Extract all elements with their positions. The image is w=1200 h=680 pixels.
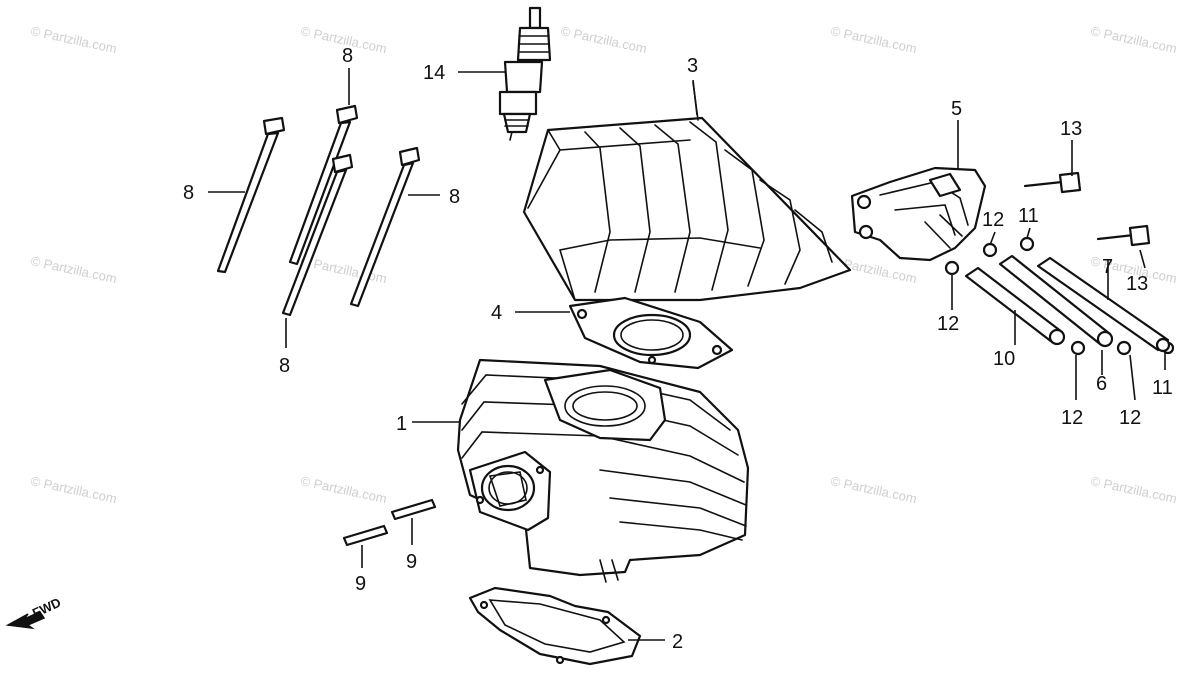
callout-4: 4 — [491, 302, 502, 324]
watermark-text: © Partzilla.com — [829, 473, 918, 506]
watermark-text: © Partzilla.com — [29, 23, 118, 56]
callout-labels: 14 3 5 13 8 8 8 8 12 11 13 7 12 10 6 11 … — [183, 45, 1173, 653]
cylinder-head[interactable] — [522, 81, 852, 302]
callout-8: 8 — [342, 45, 353, 67]
fwd-label: FWD — [30, 595, 63, 621]
watermark-text: © Partzilla.com — [29, 473, 118, 506]
watermark-text: © Partzilla.com — [1089, 473, 1178, 506]
head-gasket[interactable] — [568, 296, 734, 370]
dowel-pins[interactable] — [342, 498, 437, 547]
callout-11: 11 — [1152, 377, 1173, 399]
watermark-text: © Partzilla.com — [559, 23, 648, 56]
spark-plug[interactable] — [498, 6, 552, 141]
watermark-text: © Partzilla.com — [29, 253, 118, 286]
callout-11: 11 — [1018, 205, 1039, 227]
cylinder[interactable] — [456, 358, 750, 583]
callout-12: 12 — [1119, 407, 1141, 429]
callout-14: 14 — [423, 62, 445, 84]
hose-clamps[interactable] — [944, 236, 1175, 356]
callout-13: 13 — [1060, 118, 1082, 140]
callout-12: 12 — [937, 313, 959, 335]
watermark-text: © Partzilla.com — [1089, 23, 1178, 56]
callout-9: 9 — [406, 551, 417, 573]
callout-7: 7 — [1102, 256, 1113, 278]
callout-12: 12 — [1061, 407, 1083, 429]
water-outlet-housing[interactable] — [850, 166, 987, 262]
watermark-text: © Partzilla.com — [299, 473, 388, 506]
callout-8: 8 — [449, 186, 460, 208]
water-hoses[interactable] — [964, 254, 1171, 353]
callout-9: 9 — [355, 573, 366, 595]
callout-12: 12 — [982, 209, 1004, 231]
callout-5: 5 — [951, 98, 962, 120]
leader-lines — [208, 68, 1166, 641]
callout-10: 10 — [993, 348, 1015, 370]
stud-bolts[interactable] — [216, 104, 421, 317]
callout-3: 3 — [687, 55, 698, 77]
fwd-arrow: FWD — [5, 595, 63, 630]
base-gasket[interactable] — [468, 586, 642, 666]
watermark-text: © Partzilla.com — [829, 23, 918, 56]
callout-2: 2 — [672, 631, 683, 653]
callout-6: 6 — [1096, 373, 1107, 395]
callout-1: 1 — [396, 413, 407, 435]
callout-13: 13 — [1126, 273, 1148, 295]
mounting-bolts[interactable] — [1023, 171, 1151, 247]
callout-8: 8 — [279, 355, 290, 377]
callout-8: 8 — [183, 182, 194, 204]
